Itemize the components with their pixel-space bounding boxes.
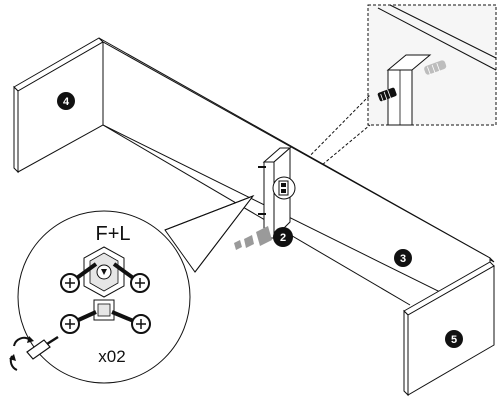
hardware-label: F+L <box>95 223 130 245</box>
side-panel-right <box>403 261 495 397</box>
svg-text:5: 5 <box>451 334 457 346</box>
dowel-black-icon <box>377 87 397 103</box>
screwdriver-icon <box>9 335 59 371</box>
screw-icon <box>60 262 98 293</box>
back-panel <box>98 37 495 306</box>
detail-inset <box>367 4 497 126</box>
cam-lock-icon <box>83 246 125 321</box>
push-arrow-icon <box>234 226 272 250</box>
svg-text:2: 2 <box>280 232 286 244</box>
screw-icon <box>111 310 151 334</box>
screw-icon <box>60 310 97 334</box>
dowel-gray-icon <box>424 60 447 76</box>
screw-icon <box>112 262 150 293</box>
hardware-quantity: x02 <box>98 347 125 366</box>
panel-marker-2: 2 <box>273 227 293 247</box>
divider-panel <box>258 146 296 240</box>
panel-marker-4: 4 <box>57 92 75 110</box>
svg-text:4: 4 <box>63 96 70 108</box>
hardware-callout: F+L x02 <box>17 194 255 384</box>
panel-marker-3: 3 <box>394 249 412 267</box>
svg-text:3: 3 <box>400 253 406 265</box>
panel-marker-5: 5 <box>445 330 463 348</box>
